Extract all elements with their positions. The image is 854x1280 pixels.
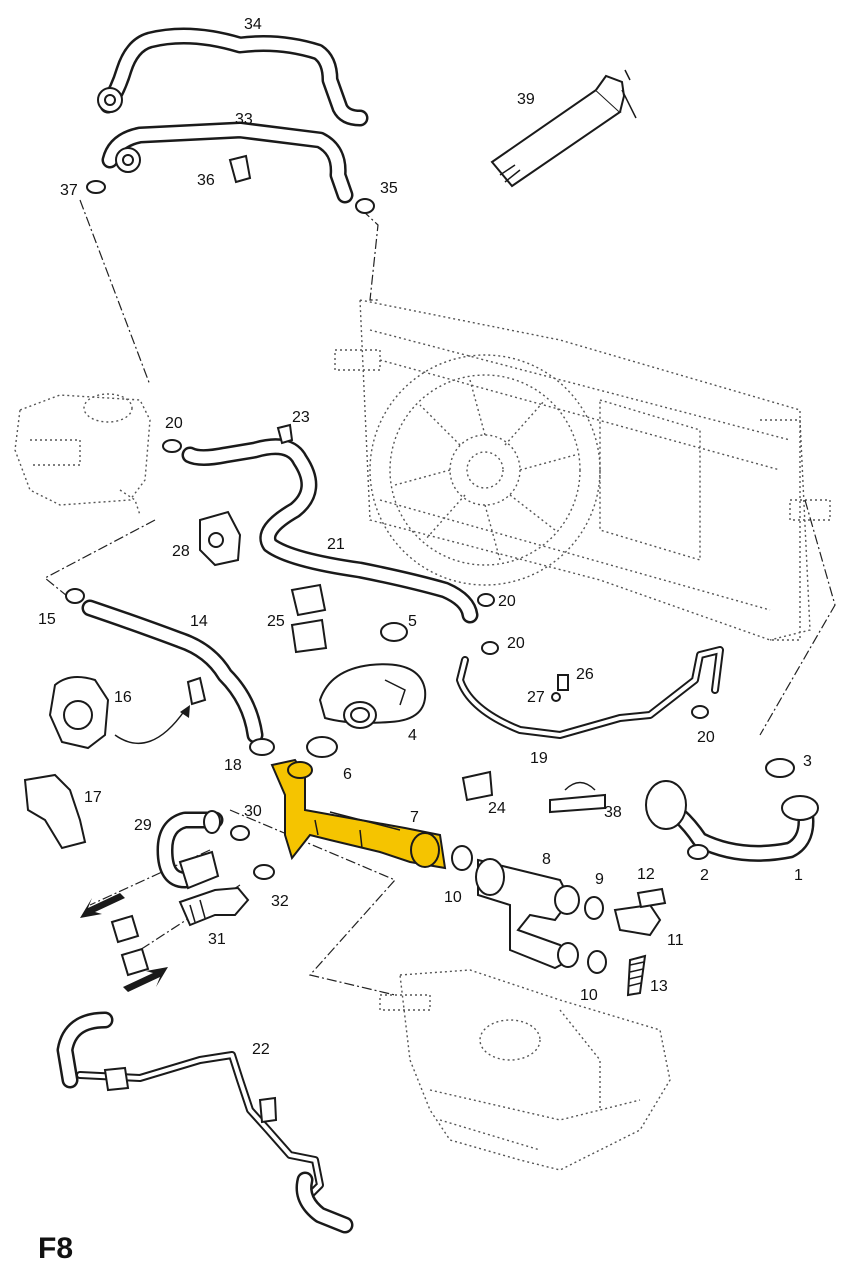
callout-8: 8 xyxy=(542,851,551,868)
expansion-tank xyxy=(14,393,151,516)
hose-4 xyxy=(318,663,427,729)
callout-labels: 1 2 3 4 5 6 7 8 9 10 10 11 12 13 14 15 1… xyxy=(38,16,812,1058)
callout-16: 16 xyxy=(114,689,132,706)
clamp-30 xyxy=(230,825,250,841)
callout-39: 39 xyxy=(517,91,535,108)
hose-29 xyxy=(156,810,224,890)
callout-33: 33 xyxy=(235,111,253,128)
hose-14 xyxy=(81,599,264,744)
clamp-18 xyxy=(249,738,275,756)
hose-33 xyxy=(101,121,354,204)
clamp-38 xyxy=(549,781,606,814)
clip-25 xyxy=(290,583,328,654)
callout-37: 37 xyxy=(60,182,78,199)
callout-7: 7 xyxy=(410,809,419,826)
clip-20-a xyxy=(162,439,182,453)
flow-arrow-in-icon xyxy=(123,967,168,992)
callout-10-b: 10 xyxy=(580,987,598,1004)
callout-35: 35 xyxy=(380,180,398,197)
pipe-22 xyxy=(56,1011,354,1234)
tee-connector-8 xyxy=(475,858,580,970)
intake-manifold xyxy=(379,969,671,1171)
callout-36: 36 xyxy=(197,172,215,189)
callout-31: 31 xyxy=(208,931,226,948)
sensor-11 xyxy=(613,903,662,937)
hose-21 xyxy=(181,438,479,624)
callout-18: 18 xyxy=(224,757,242,774)
callout-20-d: 20 xyxy=(697,729,715,746)
callout-32: 32 xyxy=(271,893,289,910)
sleeve-upper xyxy=(110,914,140,944)
callout-30: 30 xyxy=(244,803,262,820)
callout-38: 38 xyxy=(604,804,622,821)
callout-28: 28 xyxy=(172,543,190,560)
clip-36 xyxy=(228,154,252,184)
hose-1 xyxy=(645,780,819,862)
callout-12: 12 xyxy=(637,866,655,883)
clip-35 xyxy=(355,198,375,214)
callout-14: 14 xyxy=(190,613,208,630)
callout-9: 9 xyxy=(595,871,604,888)
callout-4: 4 xyxy=(408,727,417,744)
clamp-5 xyxy=(380,622,408,642)
coolant-pipe-7-highlighted xyxy=(270,758,447,870)
gasket-12 xyxy=(636,887,667,909)
callout-3: 3 xyxy=(803,753,812,770)
clip-3 xyxy=(765,758,795,778)
callout-17: 17 xyxy=(84,789,102,806)
pipe-19 xyxy=(456,646,724,739)
callout-20-b: 20 xyxy=(498,593,516,610)
callout-25: 25 xyxy=(267,613,285,630)
connector-31 xyxy=(178,886,250,927)
sleeve-lower xyxy=(120,947,150,977)
callout-15: 15 xyxy=(38,611,56,628)
part-39-cylinder xyxy=(490,69,637,188)
callout-24: 24 xyxy=(488,800,506,817)
callout-22: 22 xyxy=(252,1041,270,1058)
bolt-26 xyxy=(557,674,569,691)
washer-27 xyxy=(551,692,561,702)
radiator-fan-assembly xyxy=(334,299,831,641)
callout-6: 6 xyxy=(343,766,352,783)
callout-19: 19 xyxy=(530,750,548,767)
clamp-9 xyxy=(584,896,604,920)
hose-34 xyxy=(97,27,369,127)
clamp-10-a xyxy=(451,845,473,871)
clamp-10-b xyxy=(587,950,607,974)
clamp-2 xyxy=(687,844,709,860)
bolt-13 xyxy=(626,954,647,997)
callout-21: 21 xyxy=(327,536,345,553)
clip-24 xyxy=(461,770,494,802)
thermostat-housing-16 xyxy=(48,675,207,750)
callout-26: 26 xyxy=(576,666,594,683)
callout-27: 27 xyxy=(527,689,545,706)
callout-1: 1 xyxy=(794,867,803,884)
clip-15 xyxy=(65,588,85,604)
callout-2: 2 xyxy=(700,867,709,884)
flow-arrow-out-icon xyxy=(80,893,125,918)
bracket-28 xyxy=(199,510,242,567)
callout-29: 29 xyxy=(134,817,152,834)
callout-5: 5 xyxy=(408,613,417,630)
clip-20-c xyxy=(481,641,499,655)
callout-10-a: 10 xyxy=(444,889,462,906)
bracket-17 xyxy=(23,773,87,850)
clamp-32 xyxy=(253,864,275,880)
figure-code: F8 xyxy=(38,1232,74,1265)
callout-11: 11 xyxy=(667,932,684,949)
clip-20-d xyxy=(691,705,709,719)
clip-20-b xyxy=(477,593,495,607)
callout-34: 34 xyxy=(244,16,262,33)
callout-13: 13 xyxy=(650,978,668,995)
callout-23: 23 xyxy=(292,409,310,426)
clamp-6 xyxy=(306,736,338,758)
clip-23 xyxy=(276,423,294,445)
callout-20-a: 20 xyxy=(165,415,183,432)
clip-37 xyxy=(86,180,106,194)
callout-20-c: 20 xyxy=(507,635,525,652)
